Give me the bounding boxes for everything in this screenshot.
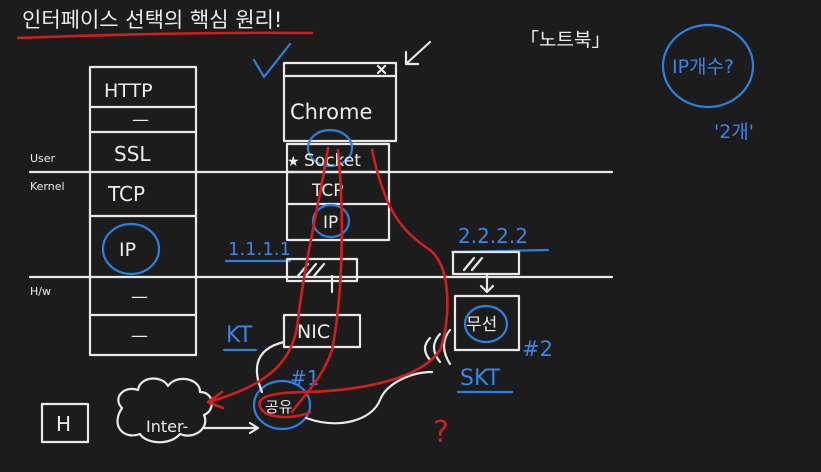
wireless-nic-circle bbox=[463, 304, 509, 344]
left-dash-2: — bbox=[131, 287, 148, 307]
checkmark-icon bbox=[252, 42, 292, 79]
host-box bbox=[40, 402, 90, 444]
wifi-waves-icon bbox=[423, 328, 452, 366]
left-ssl: SSL bbox=[114, 142, 151, 166]
ip-question-circle bbox=[661, 23, 755, 109]
nic-label: NIC bbox=[297, 321, 330, 343]
mid-ip: IP bbox=[323, 213, 338, 233]
red-path-middle bbox=[290, 148, 344, 414]
router-node bbox=[252, 379, 312, 431]
mid-ip-circle bbox=[311, 203, 351, 239]
ip-question: IP개수? bbox=[672, 56, 734, 78]
socket-circle bbox=[306, 128, 354, 168]
host-label: H bbox=[56, 412, 71, 436]
label-user: User bbox=[30, 152, 56, 165]
label-kernel: Kernel bbox=[30, 180, 65, 193]
right-driver-box bbox=[451, 250, 521, 294]
red-path-left bbox=[206, 146, 330, 404]
nic-box bbox=[282, 313, 362, 349]
number-1: #1 bbox=[290, 366, 319, 390]
label-hw: H/w bbox=[30, 285, 51, 298]
left-ip: IP bbox=[119, 239, 136, 261]
cloud-to-router-link bbox=[202, 421, 260, 435]
skt-label: SKT bbox=[460, 366, 501, 391]
number-2: #2 bbox=[522, 337, 553, 361]
nic-to-router-link bbox=[255, 340, 286, 394]
left-stack bbox=[88, 65, 198, 357]
left-dash-1: — bbox=[132, 110, 149, 130]
internet-label: Inter- bbox=[146, 417, 188, 436]
mid-tcp: TCP bbox=[311, 181, 344, 201]
router-circle bbox=[252, 379, 312, 431]
chrome-window bbox=[282, 61, 398, 143]
wireless-nic-box bbox=[453, 294, 521, 352]
ip-address-1: 1.1.1.1 bbox=[228, 239, 291, 260]
left-ip-circle bbox=[101, 222, 161, 276]
kt-label: KT bbox=[226, 323, 253, 348]
left-driver-box bbox=[285, 257, 359, 294]
wireless-nic-label: 무선 bbox=[466, 315, 497, 335]
socket-label: Socket bbox=[304, 151, 361, 171]
ip-address-2: 2.2.2.2 bbox=[458, 224, 528, 248]
star-icon: ★ bbox=[287, 154, 300, 170]
left-dash-3: — bbox=[131, 326, 148, 346]
title-underline bbox=[16, 31, 314, 40]
mid-stack bbox=[285, 128, 391, 242]
title: 인터페이스 선택의 핵심 원리! bbox=[22, 8, 282, 32]
ip-count-answer: '2개' bbox=[714, 121, 754, 143]
router-to-wireless-link bbox=[304, 370, 434, 425]
question-mark: ? bbox=[433, 415, 449, 450]
close-icon bbox=[376, 64, 387, 75]
red-path-right bbox=[258, 148, 449, 419]
left-tcp: TCP bbox=[107, 182, 145, 206]
chrome-label: Chrome bbox=[290, 100, 372, 124]
red-arrowhead-left bbox=[206, 390, 225, 410]
router-label: 공유 bbox=[265, 398, 293, 416]
left-http: HTTP bbox=[104, 80, 153, 102]
top-note: 「노트북」 bbox=[520, 29, 610, 51]
pointer-arrow-icon bbox=[404, 40, 432, 66]
